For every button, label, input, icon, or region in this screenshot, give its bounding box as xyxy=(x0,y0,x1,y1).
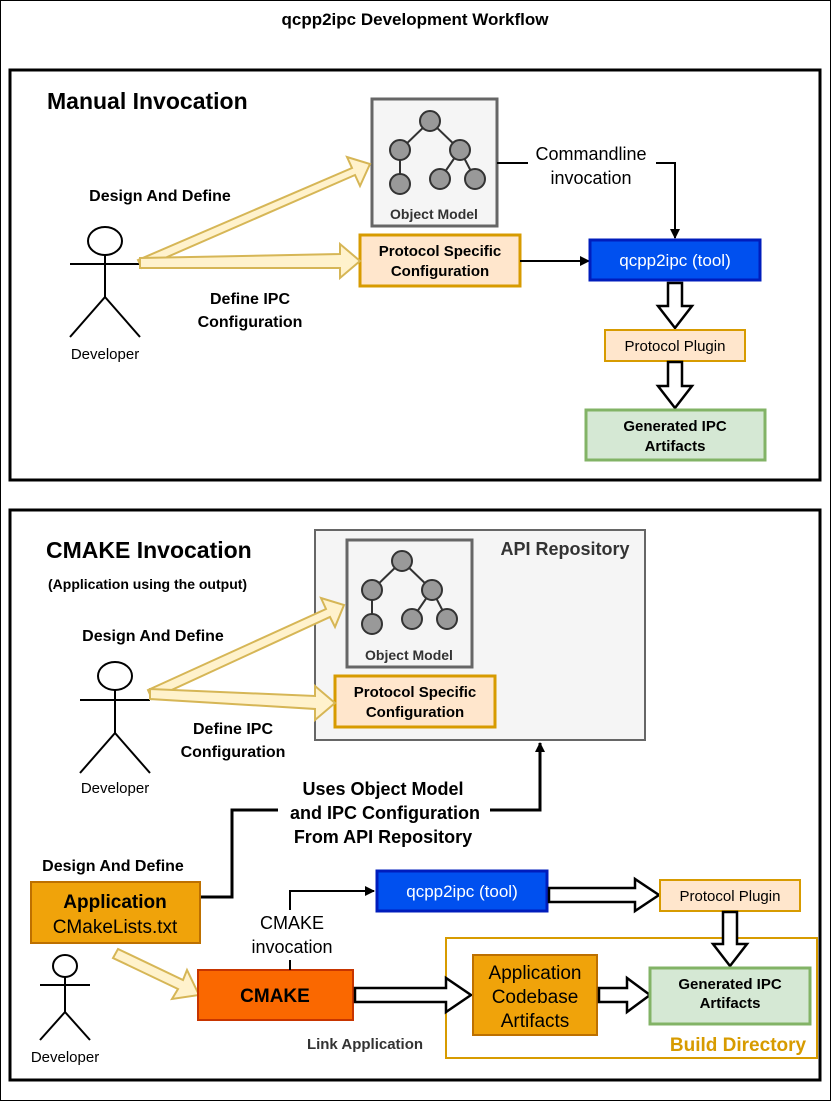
cmake-developer2-label: Developer xyxy=(31,1049,99,1066)
cmake-box xyxy=(197,969,354,1021)
manual-tool-label: qcpp2ipc (tool) xyxy=(619,251,731,270)
cmake-heading: CMAKE Invocation xyxy=(46,537,252,563)
cmake-invocation-label-bg xyxy=(245,910,340,960)
cmake-developer2-icon xyxy=(39,954,91,1041)
cmake-box-label: CMAKE xyxy=(240,986,310,1007)
codebase-to-artifacts-fat-arrow xyxy=(597,975,653,1015)
manual-tool-box xyxy=(588,238,762,282)
manual-protocol-config-line2: Configuration xyxy=(391,263,489,280)
cmake-to-codebase-fat-arrow xyxy=(353,975,474,1015)
manual-section-frame xyxy=(8,68,822,482)
cmake-uses-label-bg xyxy=(278,775,490,847)
manual-define-ipc-line1: Define IPC xyxy=(210,291,290,308)
build-directory-label: Build Directory xyxy=(670,1035,807,1056)
cmake-tool-to-plugin-fat-arrow xyxy=(547,876,662,914)
manual-commandline-line2: invocation xyxy=(550,168,631,188)
manual-artifacts-line1: Generated IPC xyxy=(623,418,727,435)
cmake-uses-repo-connector xyxy=(200,742,545,899)
cmake-developer-label: Developer xyxy=(81,780,149,797)
cmake-uses-line2: and IPC Configuration xyxy=(290,803,480,823)
cmake-invocation-line2: invocation xyxy=(251,937,332,957)
manual-define-ipc-fat-arrow xyxy=(139,241,362,281)
cmake-plugin-to-artifacts-fat-arrow xyxy=(710,910,750,969)
manual-commandline-label-bg xyxy=(528,142,656,190)
application-box-line2: CMakeLists.txt xyxy=(53,917,178,938)
manual-define-ipc-line2: Configuration xyxy=(198,314,303,331)
application-box-line1: Application xyxy=(63,892,166,913)
cmake-protocol-config-box xyxy=(333,674,497,729)
cmake-artifacts-line2: Artifacts xyxy=(700,995,761,1012)
cmake-define-ipc-line2: Configuration xyxy=(181,744,286,761)
cmake-object-model-box xyxy=(345,538,474,669)
cmake-plugin-label: Protocol Plugin xyxy=(680,888,781,905)
application-cmakelists-box xyxy=(30,881,201,944)
manual-developer-label: Developer xyxy=(71,346,139,363)
manual-plugin-box xyxy=(604,329,746,362)
cmake-plugin-box xyxy=(659,879,801,912)
cmake-subheading: (Application using the output) xyxy=(48,576,247,592)
cmake-developer-icon xyxy=(79,661,151,774)
page-title: qcpp2ipc Development Workflow xyxy=(281,10,549,29)
cmake-design-label2: Design And Define xyxy=(42,858,184,875)
codebase-line1: Application xyxy=(489,963,582,984)
cmake-object-model-label: Object Model xyxy=(365,647,453,663)
manual-design-fat-arrow xyxy=(136,155,372,270)
api-repository-label: API Repository xyxy=(500,539,629,559)
manual-tool-to-plugin-fat-arrow xyxy=(655,281,695,331)
manual-plugin-label: Protocol Plugin xyxy=(625,338,726,355)
cmake-design-fat-arrow xyxy=(146,596,346,701)
manual-design-label: Design And Define xyxy=(89,188,231,205)
manual-commandline-line1: Commandline xyxy=(535,144,646,164)
cmake-tool-label: qcpp2ipc (tool) xyxy=(406,882,518,901)
cmake-invocation-line1: CMAKE xyxy=(260,913,324,933)
cmake-artifacts-line1: Generated IPC xyxy=(678,976,782,993)
codebase-line2: Codebase xyxy=(492,987,579,1008)
application-to-cmake-fat-arrow xyxy=(111,947,201,1001)
application-codebase-artifacts-box xyxy=(472,954,598,1036)
manual-developer-icon xyxy=(69,226,141,338)
link-application-label: Link Application xyxy=(307,1036,423,1053)
codebase-line3: Artifacts xyxy=(501,1011,570,1032)
cmake-section-frame xyxy=(8,508,822,1082)
cmake-protocol-config-line1: Protocol Specific xyxy=(354,684,477,701)
cmake-uses-line1: Uses Object Model xyxy=(302,779,463,799)
manual-object-model-label: Object Model xyxy=(390,206,478,222)
cmake-define-ipc-fat-arrow xyxy=(149,683,337,723)
manual-protocol-config-line1: Protocol Specific xyxy=(379,243,502,260)
cmake-define-ipc-line1: Define IPC xyxy=(193,721,273,738)
cmake-uses-line3: From API Repository xyxy=(294,827,472,847)
cmake-artifacts-box xyxy=(648,966,812,1026)
manual-heading: Manual Invocation xyxy=(47,88,248,114)
manual-plugin-to-artifacts-fat-arrow xyxy=(655,360,695,411)
manual-artifacts-box xyxy=(584,408,767,462)
manual-artifacts-line2: Artifacts xyxy=(645,438,706,455)
cmake-protocol-config-line2: Configuration xyxy=(366,704,464,721)
cmake-tool-box xyxy=(375,869,549,913)
cmake-design-label: Design And Define xyxy=(82,628,224,645)
